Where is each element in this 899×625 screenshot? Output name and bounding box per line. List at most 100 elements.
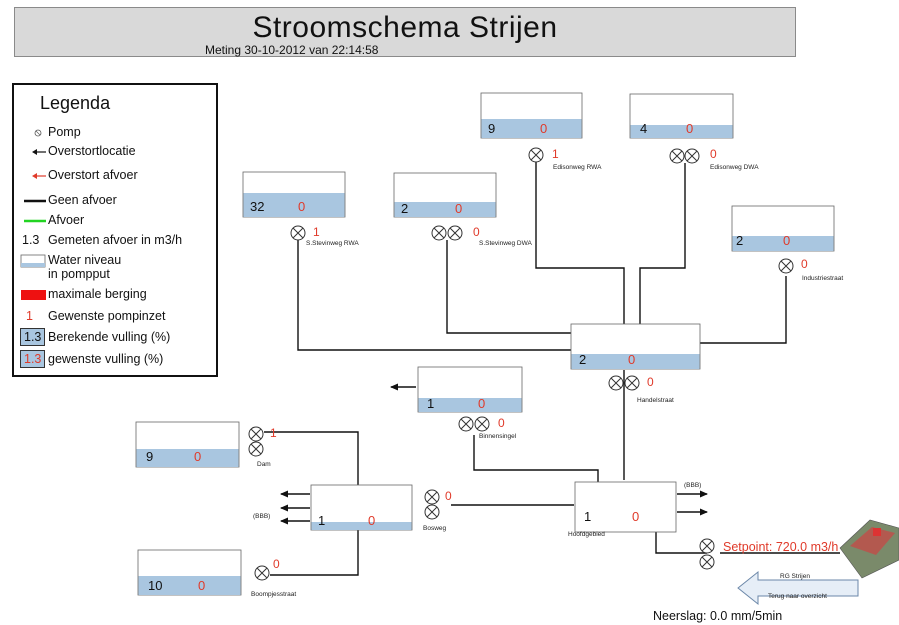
legend-label: Water niveau in pompput (48, 253, 122, 281)
legend-symbol: 1.3 (20, 350, 46, 368)
legend-label: gewenste vulling (%) (48, 352, 164, 366)
overflow-arrows (280, 383, 708, 525)
pump-icon (254, 565, 270, 581)
black-line-icon (24, 199, 46, 203)
station-label: S.Stevinweg RWA (306, 240, 359, 247)
pump-setting: 0 (445, 489, 452, 503)
map-thumbnail-icon (839, 519, 899, 579)
tank-dam: 9 0 (135, 421, 240, 468)
red-bar-icon (21, 290, 46, 300)
pipe-network (264, 162, 840, 576)
left-arrow-icon (737, 570, 859, 606)
page-title: Stroomschema Strijen (252, 11, 558, 44)
pump-icon (424, 489, 440, 505)
setpoint-text: Setpoint: 720.0 m3/h (723, 540, 839, 554)
tank-handelstraat: 2 0 (570, 323, 701, 370)
green-line-icon (24, 219, 46, 223)
tank-bosweg: 1 0 (310, 484, 413, 531)
pump-icon (290, 225, 306, 241)
back-to-overview-button[interactable]: RG Strijen Terug naar overzicht (736, 570, 860, 606)
legend-label: Geen afvoer (48, 193, 117, 207)
tank-value: 10 (148, 578, 162, 593)
rainfall-readout: Neerslag: 0.0 mm/5min (653, 609, 783, 623)
tank-boompjesstraat: 10 0 (137, 549, 242, 596)
tank-setting: 0 (686, 121, 693, 136)
legend-item-water-level: Water niveau in pompput (14, 251, 214, 285)
legend-item-no-discharge: Geen afvoer (14, 191, 214, 211)
station-label: Boompjesstraat (251, 591, 296, 598)
tank-setting: 0 (478, 396, 485, 411)
back-button-subtitle: Terug naar overzicht (768, 593, 827, 600)
legend-item-overflow-location: Overstortlocatie (14, 142, 214, 162)
station-label: Hoofdgebied (568, 531, 605, 538)
tank-edisonweg-dwa: 4 0 (629, 93, 734, 139)
tank-setting: 0 (198, 578, 205, 593)
legend-label: Overstortlocatie (48, 144, 136, 158)
pump-setting: 0 (498, 416, 505, 430)
tank-setting: 0 (368, 513, 375, 528)
tank-value: 2 (579, 352, 586, 367)
pump-icon (248, 426, 264, 442)
pump-icon (608, 375, 624, 391)
pump-icon (699, 554, 715, 570)
tank-setting: 0 (628, 352, 635, 367)
overflow-arrow-icon (32, 149, 46, 155)
station-label: Handelstraat (637, 397, 674, 404)
legend-label: Pomp (48, 125, 81, 139)
tank-stevinweg-dwa: 2 0 (393, 172, 497, 218)
back-button-title: RG Strijen (780, 573, 810, 580)
tank-setting: 0 (194, 449, 201, 464)
pump-icon (669, 148, 685, 164)
legend-item-pump: Pomp (14, 123, 214, 143)
pump-icon (424, 504, 440, 520)
station-label: Industriestraat (802, 275, 843, 282)
pump-icon (458, 416, 474, 432)
tank-value: 9 (488, 121, 495, 136)
legend-label: Overstort afvoer (48, 168, 138, 182)
pump-icon (248, 441, 264, 457)
tank-industriestraat: 2 0 (731, 205, 835, 252)
tank-value: 32 (250, 199, 264, 214)
tank-setting: 0 (783, 233, 790, 248)
pump-setting: 1 (270, 426, 277, 440)
pump-icon (699, 538, 715, 554)
station-label: S.Stevinweg DWA (479, 240, 533, 247)
legend-label: Gewenste pompinzet (48, 309, 166, 323)
station-label: Binnensingel (479, 433, 517, 440)
legend-symbol: 1 (26, 309, 33, 323)
legend-label: maximale berging (48, 287, 147, 301)
pump-icon (474, 416, 490, 432)
legend-label: Afvoer (48, 213, 85, 227)
red-overflow-arrow-icon (32, 173, 46, 179)
tank-value: 4 (640, 121, 647, 136)
tank-stevinweg-rwa: 32 0 (242, 171, 346, 218)
measurement-timestamp: Meting 30-10-2012 van 22:14:58 (205, 43, 379, 57)
pump-setting: 1 (552, 147, 559, 161)
pump-icon (447, 225, 463, 241)
legend-label: Berekende vulling (%) (48, 330, 171, 344)
pump-setting: 1 (313, 225, 320, 239)
pump-setting: 0 (473, 225, 480, 239)
station-label: Dam (257, 461, 271, 468)
legend-item-overflow-discharge: Overstort afvoer (14, 166, 214, 186)
tank-value: 2 (736, 233, 743, 248)
pump-icon (34, 129, 42, 137)
tank-setting: 0 (298, 199, 305, 214)
water-level-icon (20, 254, 46, 268)
pump-icon (778, 258, 794, 274)
pump-icon (528, 147, 544, 163)
legend-item-desired-fill: 1.3 gewenste vulling (%) (14, 350, 214, 370)
legend-item-max-storage: maximale berging (14, 285, 214, 305)
station-label: Bosweg (423, 525, 447, 532)
station-label: Edisonweg DWA (710, 164, 759, 171)
pumps (248, 147, 794, 581)
legend-item-calculated-fill: 1.3 Berekende vulling (%) (14, 328, 214, 348)
pump-setting: 0 (710, 147, 717, 161)
legend-item-measured-discharge: 1.3 Gemeten afvoer in m3/h (14, 231, 214, 251)
bbb-label: (BBB) (253, 513, 270, 520)
legend-label: Gemeten afvoer in m3/h (48, 233, 183, 247)
legend-symbol: 1.3 (22, 233, 40, 247)
legend-item-desired-pump: 1 Gewenste pompinzet (14, 307, 214, 327)
legend-title: Legenda (40, 93, 111, 113)
